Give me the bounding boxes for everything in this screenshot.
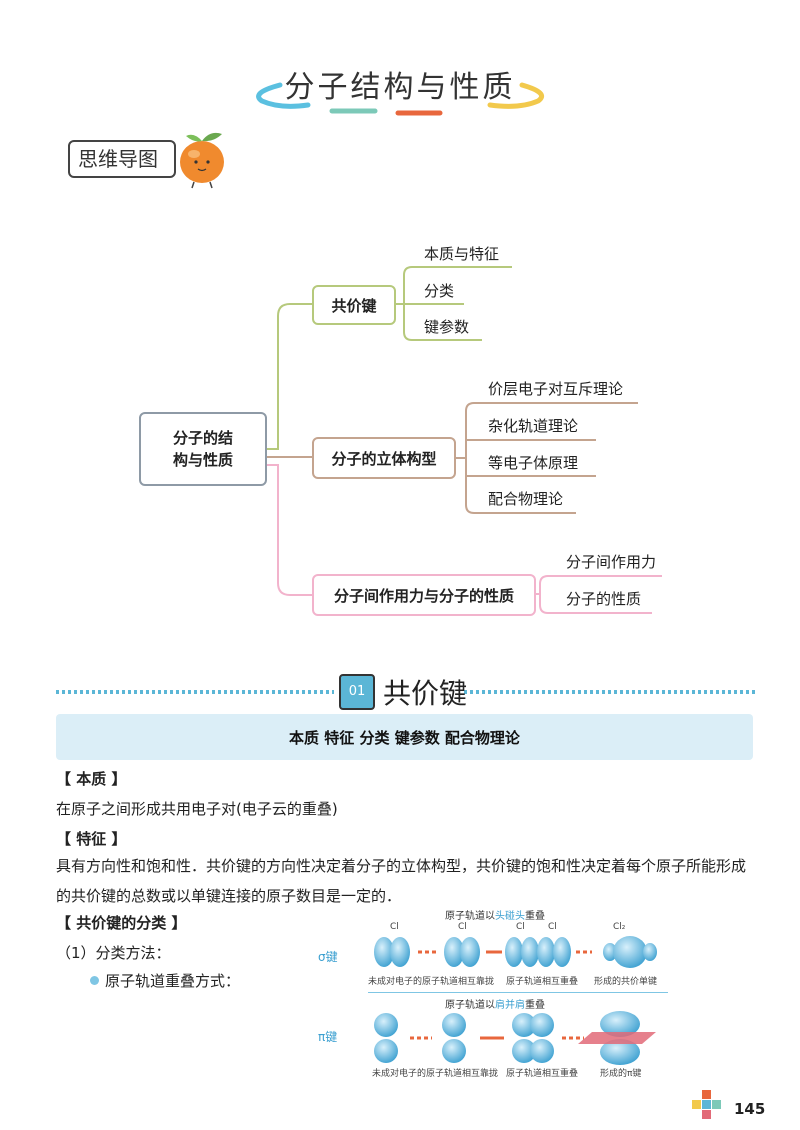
atom-label: Cl bbox=[548, 922, 557, 932]
mindmap-leaf: 价层电子对互斥理论 bbox=[488, 380, 624, 398]
keyword-bar: 本质 特征 分类 键参数 配合物理论 bbox=[56, 714, 753, 760]
section-number: 01 bbox=[339, 674, 375, 710]
mindmap-leaf: 分子的性质 bbox=[566, 590, 642, 608]
pi-caption: 原子轨道以肩并肩重叠 bbox=[445, 1000, 545, 1011]
diagram-divider bbox=[368, 992, 668, 993]
mindmap-badge: 思维导图 bbox=[68, 140, 176, 178]
step-caption: 未成对电子的原子轨道相互靠拢 bbox=[368, 977, 495, 987]
mindmap-leaf: 键参数 bbox=[424, 318, 470, 336]
mindmap-leaf: 杂化轨道理论 bbox=[488, 417, 579, 435]
sigma-bond-diagram bbox=[374, 936, 657, 968]
overlap-mode-label: 原子轨道重叠方式： bbox=[105, 972, 241, 990]
atom-label: Cl bbox=[390, 922, 399, 932]
mindmap-branch-molecular-shape: 分子的立体构型 bbox=[312, 437, 456, 479]
feature-text: 具有方向性和饱和性．共价键的方向性决定着分子的立体构型，共价键的饱和性决定着每个… bbox=[56, 857, 747, 905]
classification-method: （1）分类方法： bbox=[56, 944, 171, 962]
page-number: 145 bbox=[734, 1100, 766, 1118]
atom-label: Cl₂ bbox=[613, 922, 626, 932]
mindmap-branch-intermolecular: 分子间作用力与分子的性质 bbox=[312, 574, 536, 616]
section-dotted-rule bbox=[56, 690, 756, 694]
mindmap-connectors bbox=[267, 266, 662, 614]
sigma-bond-label: σ键 bbox=[318, 950, 338, 964]
orange-mascot-icon bbox=[180, 132, 224, 189]
pi-bond-label: π键 bbox=[318, 1030, 338, 1044]
heading-classification: 【 共价键的分类 】 bbox=[56, 914, 187, 932]
step-caption: 原子轨道相互重叠 bbox=[506, 977, 579, 987]
mindmap-branch-covalent-bond: 共价键 bbox=[312, 285, 396, 325]
mindmap-root: 分子的结 构与性质 bbox=[139, 412, 267, 486]
atom-label: Cl bbox=[458, 922, 467, 932]
title-decoration bbox=[256, 82, 544, 116]
step-caption: 形成的π键 bbox=[600, 1069, 642, 1079]
pi-bond-diagram bbox=[374, 1011, 656, 1065]
mindmap-leaf: 配合物理论 bbox=[488, 490, 564, 508]
mindmap-leaf: 分类 bbox=[424, 282, 455, 300]
atom-label: Cl bbox=[516, 922, 525, 932]
essence-text: 在原子之间形成共用电子对(电子云的重叠) bbox=[56, 800, 338, 818]
step-caption: 未成对电子的原子轨道相互靠拢 bbox=[372, 1069, 499, 1079]
mindmap-leaf: 本质与特征 bbox=[424, 245, 500, 263]
mindmap-leaf: 分子间作用力 bbox=[566, 553, 657, 571]
mindmap-leaf: 等电子体原理 bbox=[488, 454, 579, 472]
step-caption: 原子轨道相互重叠 bbox=[506, 1069, 579, 1079]
page-title: 分子结构与性质 bbox=[284, 70, 516, 105]
heading-feature: 【 特征 】 bbox=[56, 830, 127, 848]
bullet-dot bbox=[90, 976, 99, 985]
sigma-caption: 原子轨道以头碰头重叠 bbox=[445, 911, 545, 922]
page-logo-icon bbox=[692, 1090, 721, 1119]
step-caption: 形成的共价单键 bbox=[594, 977, 658, 987]
section-title: 共价键 bbox=[383, 677, 468, 710]
heading-essence: 【 本质 】 bbox=[56, 770, 127, 788]
